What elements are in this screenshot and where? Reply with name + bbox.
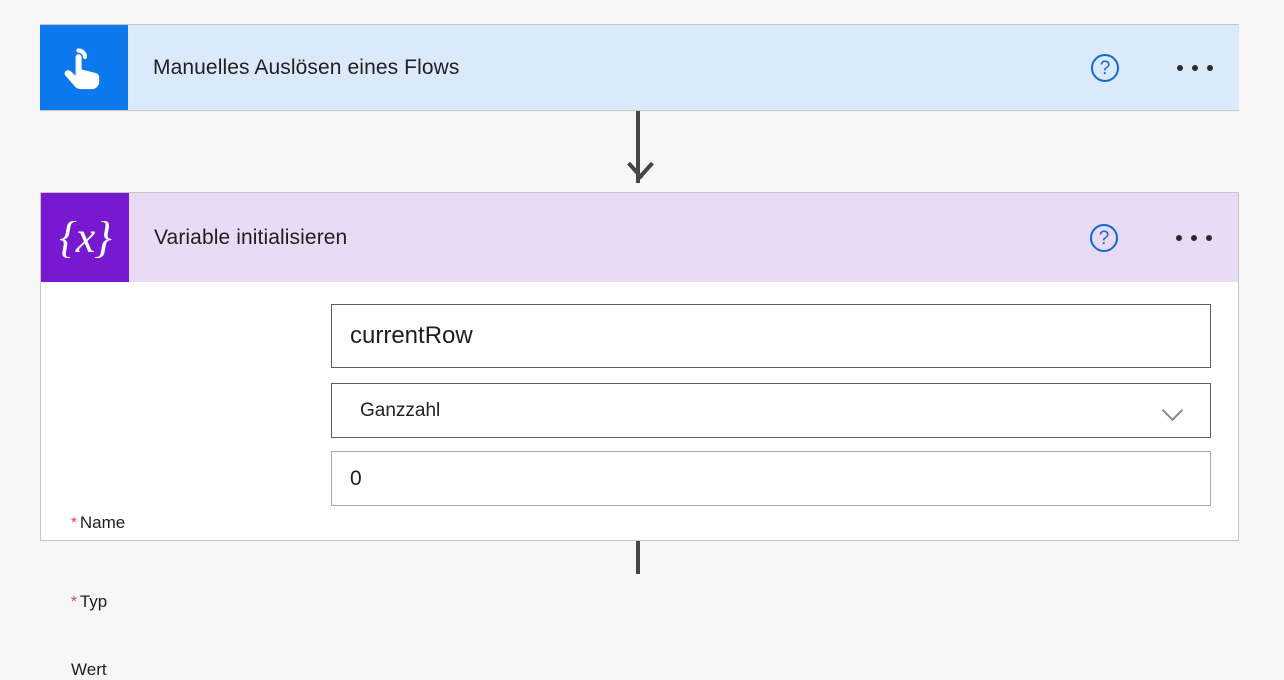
value-label-text: Wert	[71, 660, 107, 679]
value-field-label: Wert	[71, 660, 107, 680]
more-options-icon[interactable]	[1175, 59, 1215, 77]
action-card-title: Variable initialisieren	[154, 225, 348, 249]
more-options-icon[interactable]	[1174, 229, 1214, 247]
help-icon[interactable]: ?	[1091, 53, 1119, 82]
name-input-value: currentRow	[350, 322, 473, 349]
flow-designer-canvas: Manuelles Auslösen eines Flows ? {x} Var…	[0, 0, 1284, 574]
trigger-card[interactable]: Manuelles Auslösen eines Flows ?	[40, 24, 1239, 111]
tap-hand-icon	[40, 25, 128, 110]
dot	[1192, 64, 1198, 71]
variable-braces-glyph: {x}	[59, 213, 112, 262]
action-card[interactable]: {x} Variable initialisieren ? *Name curr…	[40, 192, 1239, 679]
dot	[1207, 64, 1213, 71]
required-marker: *	[71, 514, 77, 531]
value-input[interactable]: 0	[331, 451, 1211, 506]
trigger-card-title: Manuelles Auslösen eines Flows	[153, 55, 460, 79]
connector-line-bottom	[636, 541, 640, 574]
dot	[1191, 234, 1197, 241]
chevron-down-icon[interactable]	[1162, 400, 1184, 422]
help-icon[interactable]: ?	[1090, 223, 1118, 252]
value-input-value: 0	[350, 466, 362, 490]
required-marker: *	[71, 593, 77, 610]
type-dropdown-value: Ganzzahl	[360, 399, 441, 421]
type-field-label: *Typ	[71, 592, 107, 612]
dot	[1176, 234, 1182, 241]
action-card-header[interactable]: {x} Variable initialisieren ?	[41, 193, 1238, 282]
name-field-label: *Name	[71, 513, 125, 533]
name-input[interactable]: currentRow	[331, 304, 1211, 368]
connector-line	[636, 111, 640, 183]
dot	[1206, 234, 1212, 241]
name-label-text: Name	[79, 513, 126, 532]
dot	[1177, 64, 1183, 71]
type-label-text: Typ	[79, 592, 108, 611]
type-dropdown[interactable]: Ganzzahl	[331, 383, 1211, 438]
trigger-card-header[interactable]: Manuelles Auslösen eines Flows ?	[40, 24, 1239, 111]
variable-braces-icon: {x}	[41, 193, 129, 282]
trigger-header-actions: ?	[1091, 53, 1239, 82]
action-header-actions: ?	[1090, 223, 1238, 252]
